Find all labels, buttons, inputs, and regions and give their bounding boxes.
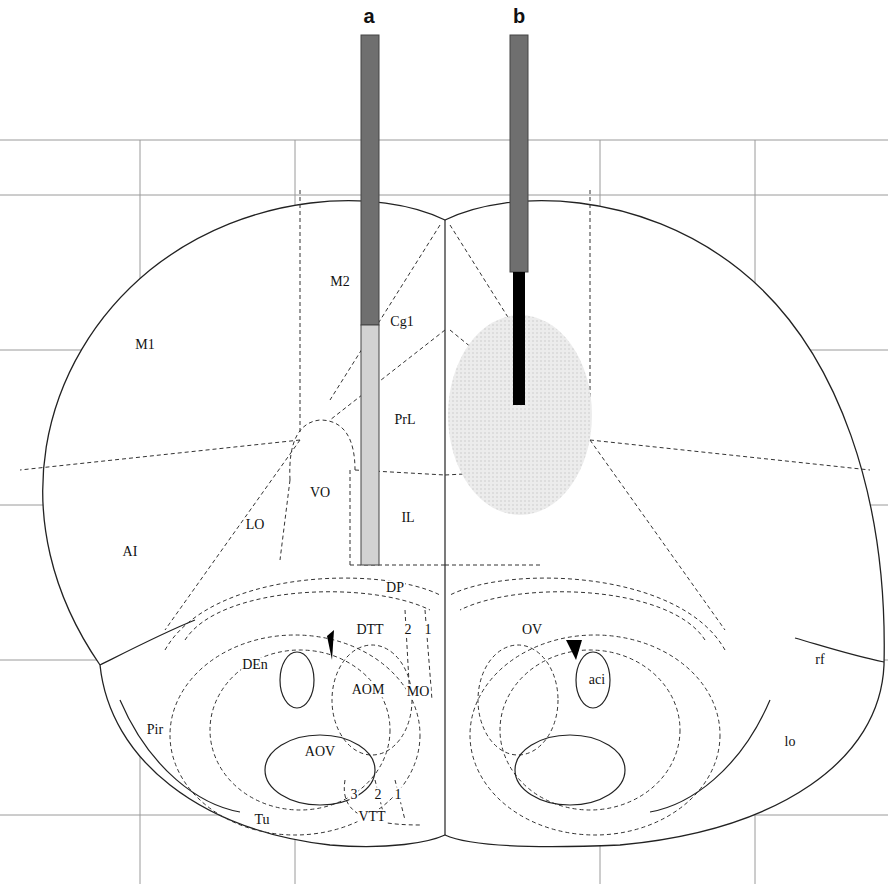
region-label: 3 xyxy=(350,787,359,802)
region-label: rf xyxy=(814,652,825,667)
panel-letter: b xyxy=(512,5,526,27)
region-label: 1 xyxy=(424,622,433,637)
region-label: PrL xyxy=(394,412,417,427)
region-label: LO xyxy=(245,517,266,532)
region-label: VTT xyxy=(357,809,386,824)
region-label: M1 xyxy=(134,337,155,352)
region-label: Tu xyxy=(253,812,270,827)
region-label: Pir xyxy=(146,722,164,737)
region-label: AOM xyxy=(351,682,386,697)
region-label: AI xyxy=(122,544,139,559)
region-label: 1 xyxy=(394,787,403,802)
region-label: M2 xyxy=(329,274,350,289)
region-label: AOV xyxy=(304,744,336,759)
region-label: 2 xyxy=(404,622,413,637)
region-label: DP xyxy=(385,580,405,595)
region-label: lo xyxy=(784,734,797,749)
region-label: 2 xyxy=(374,787,383,802)
region-label: Cg1 xyxy=(389,314,414,329)
region-label: DTT xyxy=(355,622,384,637)
region-label: DEn xyxy=(241,657,269,672)
region-label: aci xyxy=(588,672,606,687)
region-label: IL xyxy=(400,510,415,525)
region-label: OV xyxy=(521,622,543,637)
region-label: VO xyxy=(309,485,331,500)
panel-letter: a xyxy=(362,5,375,27)
region-label: MO xyxy=(406,684,431,699)
